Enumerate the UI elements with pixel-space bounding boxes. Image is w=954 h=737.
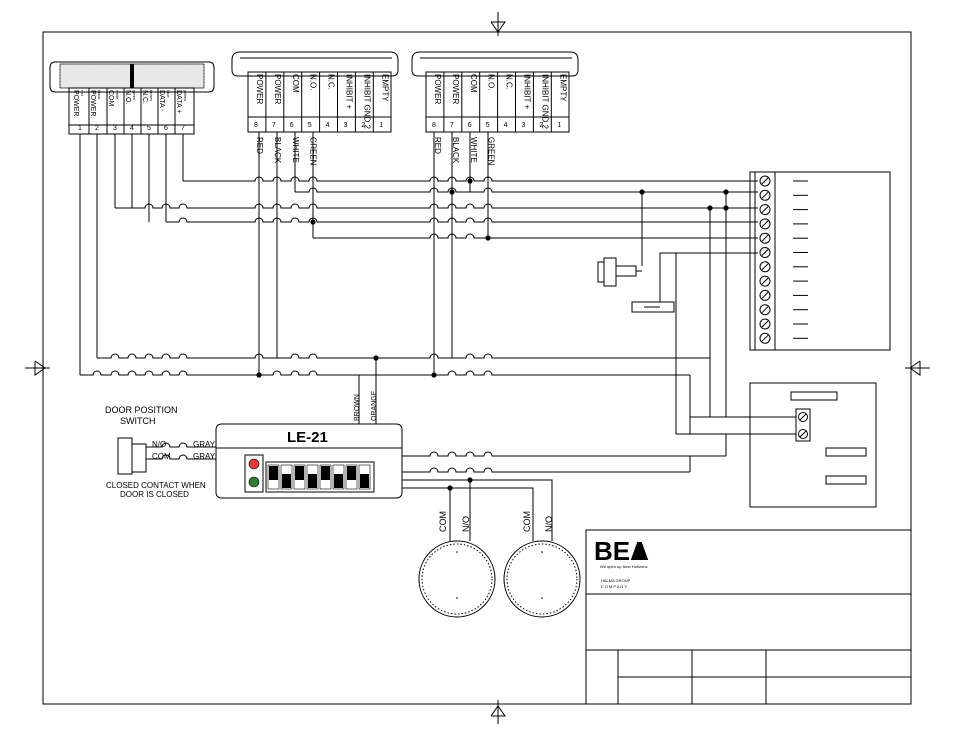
wires <box>79 132 796 541</box>
strip-a-color-6: blue <box>166 90 171 98</box>
strip-c-label-2: POWER <box>451 74 460 104</box>
strip-b-label-7: INHIBIT GND 2 <box>362 74 371 130</box>
strip-a-label-2: POWER <box>89 90 96 116</box>
strip-b-label-4: N.O. <box>309 74 318 90</box>
strip-a-pin-1: 1 <box>78 125 82 132</box>
strip-a-color-4: green <box>132 90 137 100</box>
strip-c-pin-2: 7 <box>450 122 454 129</box>
strip-b-label-5: N.C. <box>327 74 336 90</box>
strip-c-pin-4: 5 <box>486 122 490 129</box>
strip-c-wire-red: RED <box>433 137 442 154</box>
strip-b-pin-2: 7 <box>272 122 276 129</box>
sensor-left-com: COM <box>438 511 448 532</box>
junction-dots <box>256 178 729 491</box>
strip-c-pin-5: 4 <box>504 122 508 129</box>
door-switch-gray-1: GRAY <box>193 440 216 449</box>
door-switch-no-label: N/O <box>152 440 166 449</box>
sensor-right: COM N/O <box>503 511 581 618</box>
strip-c-pin-1: 8 <box>432 122 436 129</box>
power-supply-box <box>749 382 877 508</box>
strip-a-color-3: white <box>115 90 120 100</box>
strip-c-pin-6: 3 <box>522 122 526 129</box>
strip-a-pin-4: 4 <box>130 125 134 132</box>
registration-marks <box>25 12 930 724</box>
strip-c-label-4: N.O. <box>487 74 496 90</box>
halma-group: HALMA GROUP <box>601 578 631 583</box>
door-position-switch: DOOR POSITION SWITCH N/O COM GRAY GRAY C… <box>105 405 216 499</box>
strip-a-pin-6: 6 <box>164 125 168 132</box>
terminal-block <box>749 171 891 351</box>
strip-a-pin-2: 2 <box>95 125 99 132</box>
door-switch-title-2: SWITCH <box>120 416 156 426</box>
strip-b-pin-6: 3 <box>344 122 348 129</box>
bea-logo: BEA We open up New Horizons HALMA GROUP … <box>594 536 649 589</box>
strip-a-pin-3: 3 <box>113 125 117 132</box>
strip-a-label-6: DATA - <box>158 90 165 112</box>
strip-a-color-1: red <box>80 90 85 96</box>
strip-a-label-4: N.O. <box>124 90 131 104</box>
strip-a-pin-7: 7 <box>181 125 185 132</box>
strip-b-pin-3: 6 <box>290 122 294 129</box>
strip-c-wire-white: WHITE <box>469 137 478 163</box>
sensor-right-com: COM <box>522 511 532 532</box>
strip-c-pin-7: 2 <box>539 122 543 129</box>
strip-c-label-1: POWER <box>433 74 442 104</box>
strip-b-pin-8: 1 <box>379 122 383 129</box>
strip-b-pin-7: 2 <box>361 122 365 129</box>
bea-tagline: We open up New Horizons <box>600 564 648 569</box>
strip-a-label-3: COM <box>107 90 114 107</box>
door-switch-gray-2: GRAY <box>193 452 216 461</box>
door-switch-title-1: DOOR POSITION <box>105 405 178 415</box>
strip-c-label-5: N.C. <box>505 74 514 90</box>
strip-b-label-8: EMPTY <box>380 74 389 102</box>
strip-a-color-2: black <box>97 90 102 99</box>
sensor-left-no: N/O <box>461 516 471 532</box>
strip-b-pin-4: 5 <box>308 122 312 129</box>
strip-b-label-6: INHIBIT + <box>345 74 354 110</box>
strip-c-pin-3: 6 <box>468 122 472 129</box>
strip-b-pin-1: 8 <box>254 122 258 129</box>
le21-module: LE-21 BROWN ORANGE <box>215 390 403 499</box>
strip-c-wire-green: GREEN <box>487 137 496 166</box>
door-switch-note-2: DOOR IS CLOSED <box>120 490 189 499</box>
drawing-border <box>42 31 912 705</box>
door-switch-note-1: CLOSED CONTACT WHEN <box>106 481 206 490</box>
strip-a-pin-5: 5 <box>147 125 151 132</box>
sensor-right-no: N/O <box>544 516 554 532</box>
title-block <box>585 529 912 705</box>
strip-c-pin-8: 1 <box>557 122 561 129</box>
strip-a-color-5: brown <box>149 90 154 101</box>
strip-a-label-5: N.C. <box>141 90 148 104</box>
strip-b-label-2: POWER <box>273 74 282 104</box>
strip-c-label-8: EMPTY <box>558 74 567 102</box>
relay-component <box>597 257 675 313</box>
le21-title: LE-21 <box>287 429 328 446</box>
strip-b-pin-5: 4 <box>326 122 330 129</box>
strip-b-label-3: COM <box>291 74 300 93</box>
door-switch-com-label: COM <box>152 452 171 461</box>
connector-b: POWER 8 POWER 7 COM 6 N.O. 5 N.C. 4 INHIBIT + 3 INHI… <box>231 51 399 166</box>
sensor-left: COM N/O <box>418 511 496 618</box>
red-led-icon <box>248 458 260 470</box>
strip-c-label-6: INHIBIT + <box>523 74 532 110</box>
green-led-icon <box>248 476 260 488</box>
strip-c-label-7: INHIBIT GND 2 <box>540 74 549 130</box>
module-orange-label: ORANGE <box>371 390 378 421</box>
strip-b-label-1: POWER <box>255 74 264 104</box>
strip-c-label-3: COM <box>469 74 478 93</box>
strip-c-wire-black: BLACK <box>451 137 460 164</box>
connector-c: POWER 8 POWER 7 COM 6 N.O. 5 N.C. 4 INHIBIT + 3 INHI… <box>411 51 579 166</box>
strip-a-color-7: yellow <box>183 90 188 101</box>
strip-a-label-7: DATA + <box>175 90 182 113</box>
halma-company: COMPANY <box>601 584 628 589</box>
module-brown-label: BROWN <box>354 394 361 421</box>
strip-a-label-1: POWER <box>72 90 79 116</box>
